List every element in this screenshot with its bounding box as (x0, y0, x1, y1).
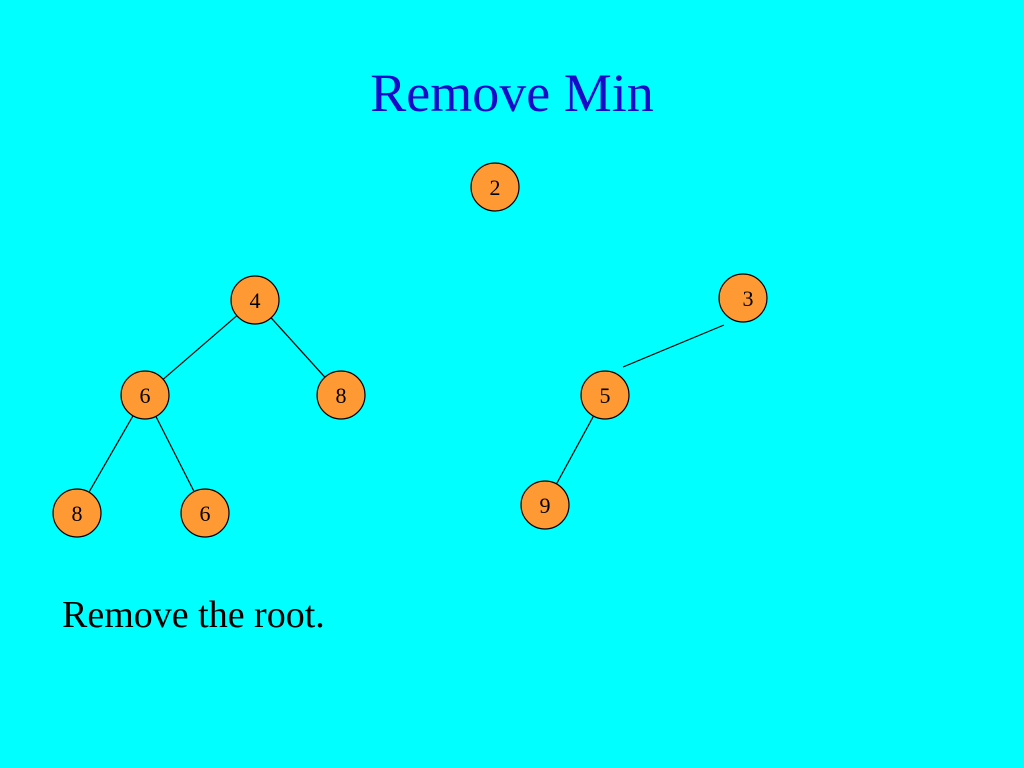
node-label: 3 (743, 286, 754, 311)
edge-left-root-to-left-right (270, 317, 326, 378)
node-label: 8 (72, 501, 83, 526)
node-right-root: 3 (718, 273, 768, 323)
slide-caption: Remove the root. (62, 594, 325, 636)
edge-left-root-to-left-left (162, 315, 238, 380)
nodes-layer: 2 4 6 8 8 6 3 5 9 (52, 162, 768, 538)
node-circle (230, 275, 280, 325)
node-circle (718, 273, 768, 323)
node-circle (316, 370, 366, 420)
node-circle (580, 370, 630, 420)
edge-right-root-to-right-left (622, 324, 725, 368)
node-label: 6 (200, 501, 211, 526)
node-label: 4 (250, 288, 261, 313)
node-root: 2 (470, 162, 520, 212)
node-circle (520, 480, 570, 530)
node-left-right: 8 (316, 370, 366, 420)
node-label: 6 (140, 383, 151, 408)
node-circle (470, 162, 520, 212)
edges-layer (88, 315, 725, 493)
node-right-left: 5 (580, 370, 630, 420)
slide-title: Remove Min (370, 63, 654, 123)
node-label: 5 (600, 383, 611, 408)
node-left-left: 6 (120, 370, 170, 420)
node-right-left-left: 9 (520, 480, 570, 530)
node-label: 8 (336, 383, 347, 408)
node-left-left-left: 8 (52, 488, 102, 538)
edge-left-left-to-left-left-left (88, 415, 134, 493)
edge-left-left-to-left-left-right (155, 416, 195, 492)
edge-right-left-to-right-left-left (555, 415, 595, 485)
node-circle (120, 370, 170, 420)
node-left-root: 4 (230, 275, 280, 325)
node-label: 2 (490, 175, 501, 200)
node-circle (52, 488, 102, 538)
node-circle (180, 488, 230, 538)
node-left-left-right: 6 (180, 488, 230, 538)
node-label: 9 (540, 493, 551, 518)
